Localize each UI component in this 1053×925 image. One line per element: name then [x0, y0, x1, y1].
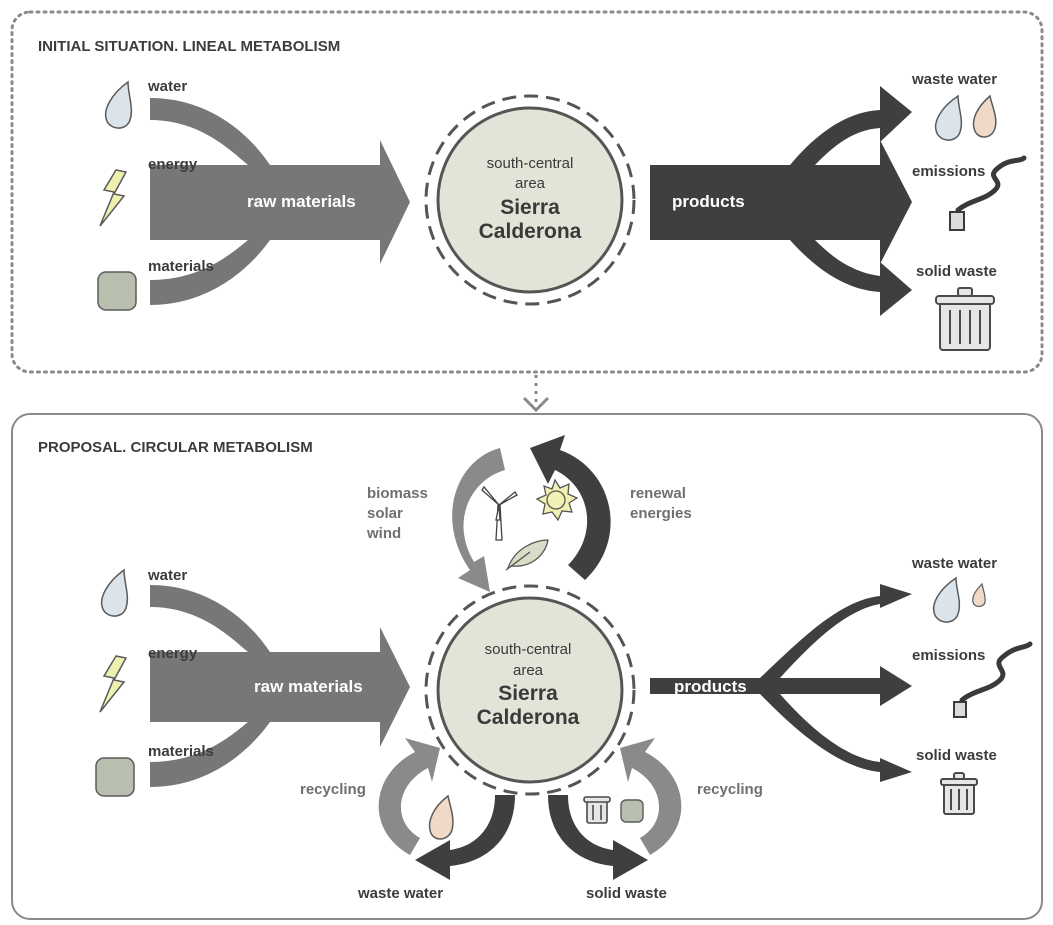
- small-drop-icon: [972, 582, 986, 608]
- renewables-right-2: energies: [630, 505, 692, 522]
- water-drop-icon: [932, 576, 961, 623]
- initial-frame: [10, 10, 1044, 374]
- recycling-right-label: recycling: [697, 781, 763, 798]
- material-block-icon: [620, 799, 644, 823]
- lightning-bolt-icon: [99, 655, 128, 713]
- proposal-center-line1: south-central: [485, 641, 572, 658]
- water-drop-icon: [104, 80, 133, 129]
- renewables-left-1: biomass: [367, 485, 428, 502]
- proposal-label-materials: materials: [148, 743, 214, 760]
- sun-icon: [535, 478, 579, 522]
- renewables-right-1: renewal: [630, 485, 686, 502]
- warm-drop-icon: [972, 94, 997, 138]
- proposal-center-line2: area: [513, 662, 544, 679]
- proposal-label-waste-water: waste water: [911, 555, 997, 572]
- initial-label-water: water: [147, 78, 187, 95]
- proposal-label-energy: energy: [148, 645, 198, 662]
- warm-drop-icon: [428, 794, 454, 840]
- proposal-center-area: [424, 584, 636, 796]
- initial-center-line2: area: [515, 175, 546, 192]
- leaf-icon: [505, 539, 549, 571]
- renewables-left-3: wind: [366, 525, 401, 542]
- initial-title: INITIAL SITUATION. LINEAL METABOLISM: [38, 38, 340, 55]
- proposal-label-water: water: [147, 567, 187, 584]
- material-block-icon: [97, 271, 137, 311]
- initial-output-flows: [650, 86, 912, 316]
- renewables-left-2: solar: [367, 505, 403, 522]
- initial-input-flows: [150, 98, 410, 305]
- proposal-raw-materials-label: raw materials: [254, 677, 363, 696]
- water-drop-icon: [934, 94, 963, 141]
- chevron-down-icon: [522, 396, 550, 413]
- initial-label-solid-waste: solid waste: [916, 263, 997, 280]
- proposal-products-label: products: [674, 677, 747, 696]
- proposal-label-solid-waste: solid waste: [916, 747, 997, 764]
- trash-bin-icon: [583, 796, 611, 824]
- proposal-frame: [11, 413, 1043, 920]
- water-drop-icon: [100, 568, 129, 617]
- initial-center-line4: Calderona: [479, 220, 582, 243]
- proposal-label-emissions: emissions: [912, 647, 985, 664]
- initial-center-area: [424, 94, 636, 306]
- loop-waste-water-label: waste water: [357, 885, 443, 902]
- recycling-loop-right: [548, 738, 682, 880]
- loop-solid-waste-label: solid waste: [586, 885, 667, 902]
- recycling-loop-left: [378, 738, 515, 880]
- material-block-icon: [95, 757, 135, 797]
- initial-label-emissions: emissions: [912, 163, 985, 180]
- initial-products-label: products: [672, 192, 745, 211]
- initial-label-energy: energy: [148, 156, 198, 173]
- lightning-bolt-icon: [99, 169, 128, 227]
- trash-bin-icon: [935, 287, 995, 351]
- recycling-left-label: recycling: [300, 781, 366, 798]
- renewables-loop: [452, 435, 611, 592]
- initial-raw-materials-label: raw materials: [247, 192, 356, 211]
- proposal-center-line3: Sierra: [498, 682, 558, 705]
- trash-bin-icon: [940, 772, 978, 815]
- initial-center-line1: south-central: [487, 155, 574, 172]
- proposal-title: PROPOSAL. CIRCULAR METABOLISM: [38, 439, 313, 456]
- initial-label-materials: materials: [148, 258, 214, 275]
- initial-label-waste-water: waste water: [911, 71, 997, 88]
- proposal-center-line4: Calderona: [477, 706, 580, 729]
- proposal-output-flows: [650, 584, 912, 782]
- wind-turbine-icon: [481, 485, 518, 541]
- smokestack-icon: [949, 155, 1027, 231]
- initial-center-line3: Sierra: [500, 196, 560, 219]
- proposal-input-flows: [150, 585, 410, 787]
- smokestack-icon: [953, 641, 1033, 718]
